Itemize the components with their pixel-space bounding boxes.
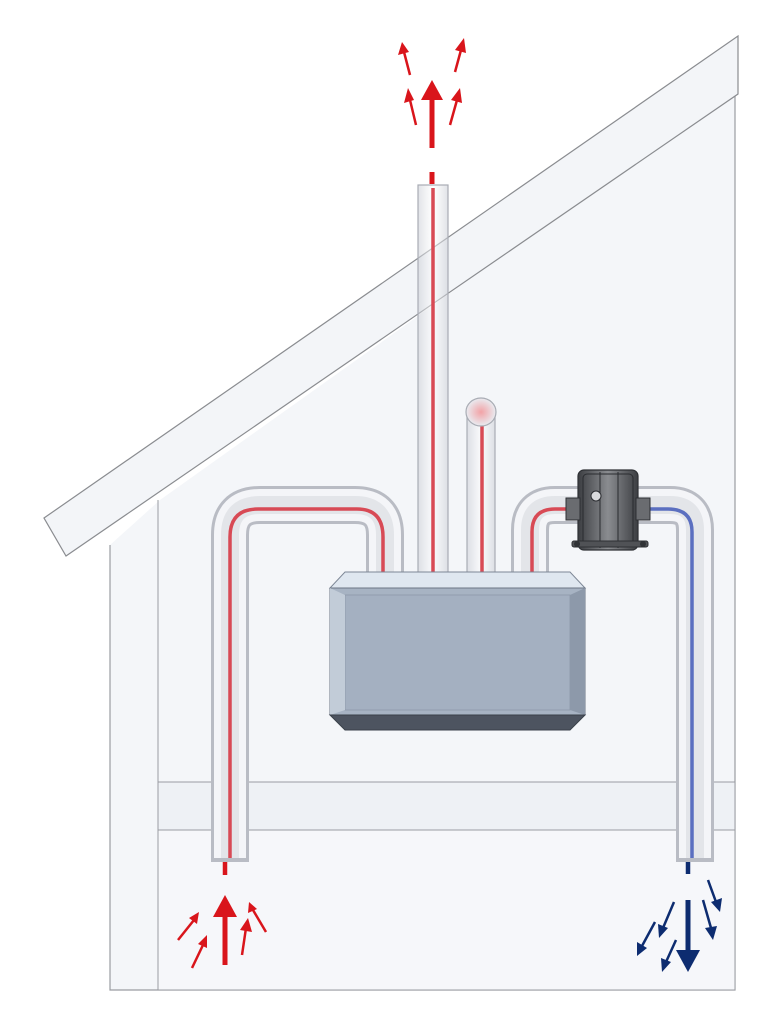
- exhaust-stack-duct: [417, 184, 449, 576]
- arrow-down-icon: [637, 921, 657, 956]
- unit-inner-panel: [344, 594, 571, 711]
- arrow-down-icon: [676, 900, 700, 972]
- arrow-up-icon: [404, 88, 418, 126]
- vent-pipe-cap: [465, 397, 497, 427]
- unit-bottom-bevel: [328, 714, 587, 731]
- exhaust-arrows-group: [398, 38, 466, 184]
- arrow-up-icon: [213, 895, 237, 965]
- arrow-up-icon: [448, 88, 462, 126]
- arrow-up-icon: [248, 902, 268, 933]
- arrow-up-icon: [177, 912, 199, 941]
- heat-recovery-unit: [328, 571, 587, 731]
- arrow-up-icon: [398, 42, 412, 76]
- arrow-down-icon: [701, 899, 717, 940]
- unit-top-bevel: [328, 571, 587, 589]
- ground-room: [157, 829, 736, 991]
- arrow-up-icon: [190, 935, 207, 969]
- arrow-up-icon: [240, 918, 252, 956]
- attic-floor-slab: [157, 781, 736, 831]
- supply-arrows-group: [637, 862, 722, 972]
- left-intake-duct: [211, 486, 404, 862]
- right-duct-hot-line: [530, 507, 585, 572]
- vent-pipe-duct: [465, 397, 497, 576]
- unit-left-bevel: [330, 588, 345, 715]
- intake-arrows-group: [177, 862, 268, 969]
- arrow-down-icon: [658, 901, 676, 938]
- unit-right-bevel: [570, 588, 585, 715]
- arrow-down-icon: [661, 939, 678, 972]
- roof-slab: [43, 34, 739, 557]
- arrow-down-icon: [706, 879, 722, 912]
- left-duct-airflow-line: [228, 507, 385, 858]
- arrow-up-icon: [421, 80, 443, 148]
- right-duct-cold-line: [635, 507, 694, 858]
- arrow-up-icon: [453, 38, 466, 73]
- inline-duct-fan-icon: [565, 469, 651, 551]
